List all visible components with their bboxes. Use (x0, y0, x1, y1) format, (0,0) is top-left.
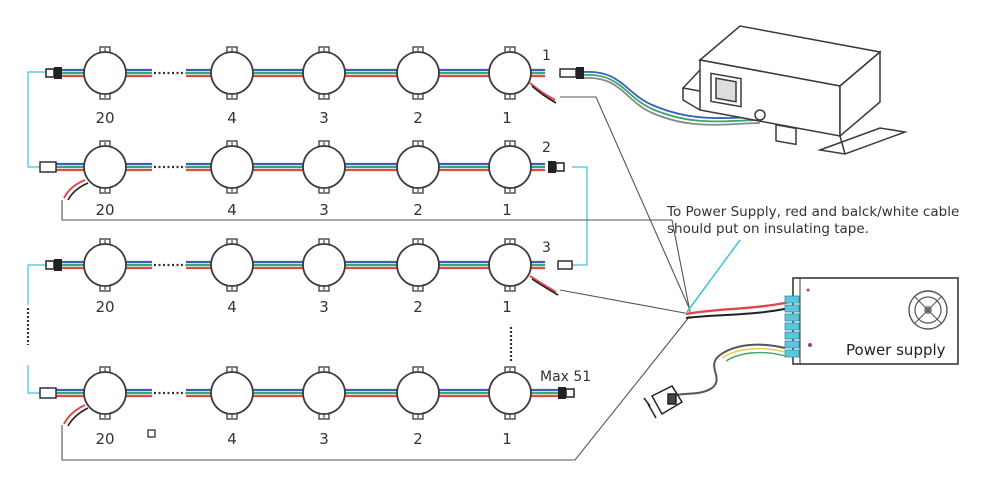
pixel-number: 2 (413, 298, 423, 316)
row-link-lines (27, 71, 588, 394)
round-led-pixel-icon (302, 140, 346, 194)
controller-cable (583, 71, 761, 126)
pixel-number: 2 (413, 201, 423, 219)
round-led-pixel-icon (488, 46, 532, 100)
round-led-pixel-icon (210, 140, 254, 194)
pixel-number: 20 (95, 201, 114, 219)
row-label: Max 51 (540, 369, 591, 385)
power-routing-lines (61, 96, 691, 461)
connector-plug-icon (45, 66, 63, 80)
mains-plug-icon (643, 385, 684, 419)
pixel-number: 4 (227, 109, 237, 127)
pixel-number: 4 (227, 201, 237, 219)
pixel-number: 1 (502, 430, 512, 448)
row-label: 1 (542, 48, 551, 64)
round-led-pixel-icon (396, 46, 440, 100)
round-led-pixel-icon (210, 46, 254, 100)
power-supply-unit-icon: Power supply (784, 277, 959, 365)
led-row-1: 20 4 3 2 1 1 (45, 46, 584, 127)
pixel-number: 1 (502, 298, 512, 316)
round-led-pixel-icon (488, 140, 532, 194)
round-led-pixel-icon (396, 238, 440, 292)
small-square-mark (147, 429, 156, 438)
pixel-number: 20 (95, 430, 114, 448)
round-led-pixel-icon (83, 238, 127, 292)
round-led-pixel-icon (83, 140, 127, 194)
round-led-pixel-icon (302, 46, 346, 100)
note-pointer-line (686, 239, 741, 313)
pixel-number: 2 (413, 109, 423, 127)
pixel-number: 4 (227, 430, 237, 448)
round-led-pixel-icon (83, 366, 127, 420)
round-led-pixel-icon (302, 238, 346, 292)
led-row-4: 20 4 3 2 1 Max 51 (39, 366, 591, 448)
power-cable (685, 300, 791, 319)
row-label: 2 (542, 140, 551, 156)
round-led-pixel-icon (210, 366, 254, 420)
note-line-1: To Power Supply, red and balck/white cab… (666, 204, 959, 220)
connector-plug-icon (547, 160, 565, 174)
round-led-pixel-icon (83, 46, 127, 100)
mains-cable (671, 343, 786, 397)
pixel-number: 20 (95, 109, 114, 127)
round-led-pixel-icon (396, 140, 440, 194)
power-supply-label: Power supply (846, 341, 946, 359)
continuation-dots (26, 308, 513, 362)
led-row-3: 20 4 3 2 1 3 (45, 238, 573, 316)
round-led-pixel-icon (396, 366, 440, 420)
round-led-pixel-icon (488, 366, 532, 420)
led-row-2: 20 4 3 2 1 2 (39, 140, 565, 219)
pixel-number: 4 (227, 298, 237, 316)
pixel-number: 1 (502, 201, 512, 219)
round-led-pixel-icon (488, 238, 532, 292)
row-label: 3 (542, 240, 551, 256)
pixel-number: 3 (319, 298, 329, 316)
pixel-number: 3 (319, 201, 329, 219)
pixel-number: 2 (413, 430, 423, 448)
connector-plug-icon (45, 258, 63, 272)
pixel-number: 20 (95, 298, 114, 316)
pixel-number: 1 (502, 109, 512, 127)
pixel-number: 3 (319, 109, 329, 127)
round-led-pixel-icon (210, 238, 254, 292)
round-led-pixel-icon (302, 366, 346, 420)
pixel-number: 3 (319, 430, 329, 448)
connector-plug-icon (557, 386, 575, 400)
led-controller-box-icon (681, 25, 908, 155)
note-line-2: should put on insulating tape. (667, 221, 869, 237)
